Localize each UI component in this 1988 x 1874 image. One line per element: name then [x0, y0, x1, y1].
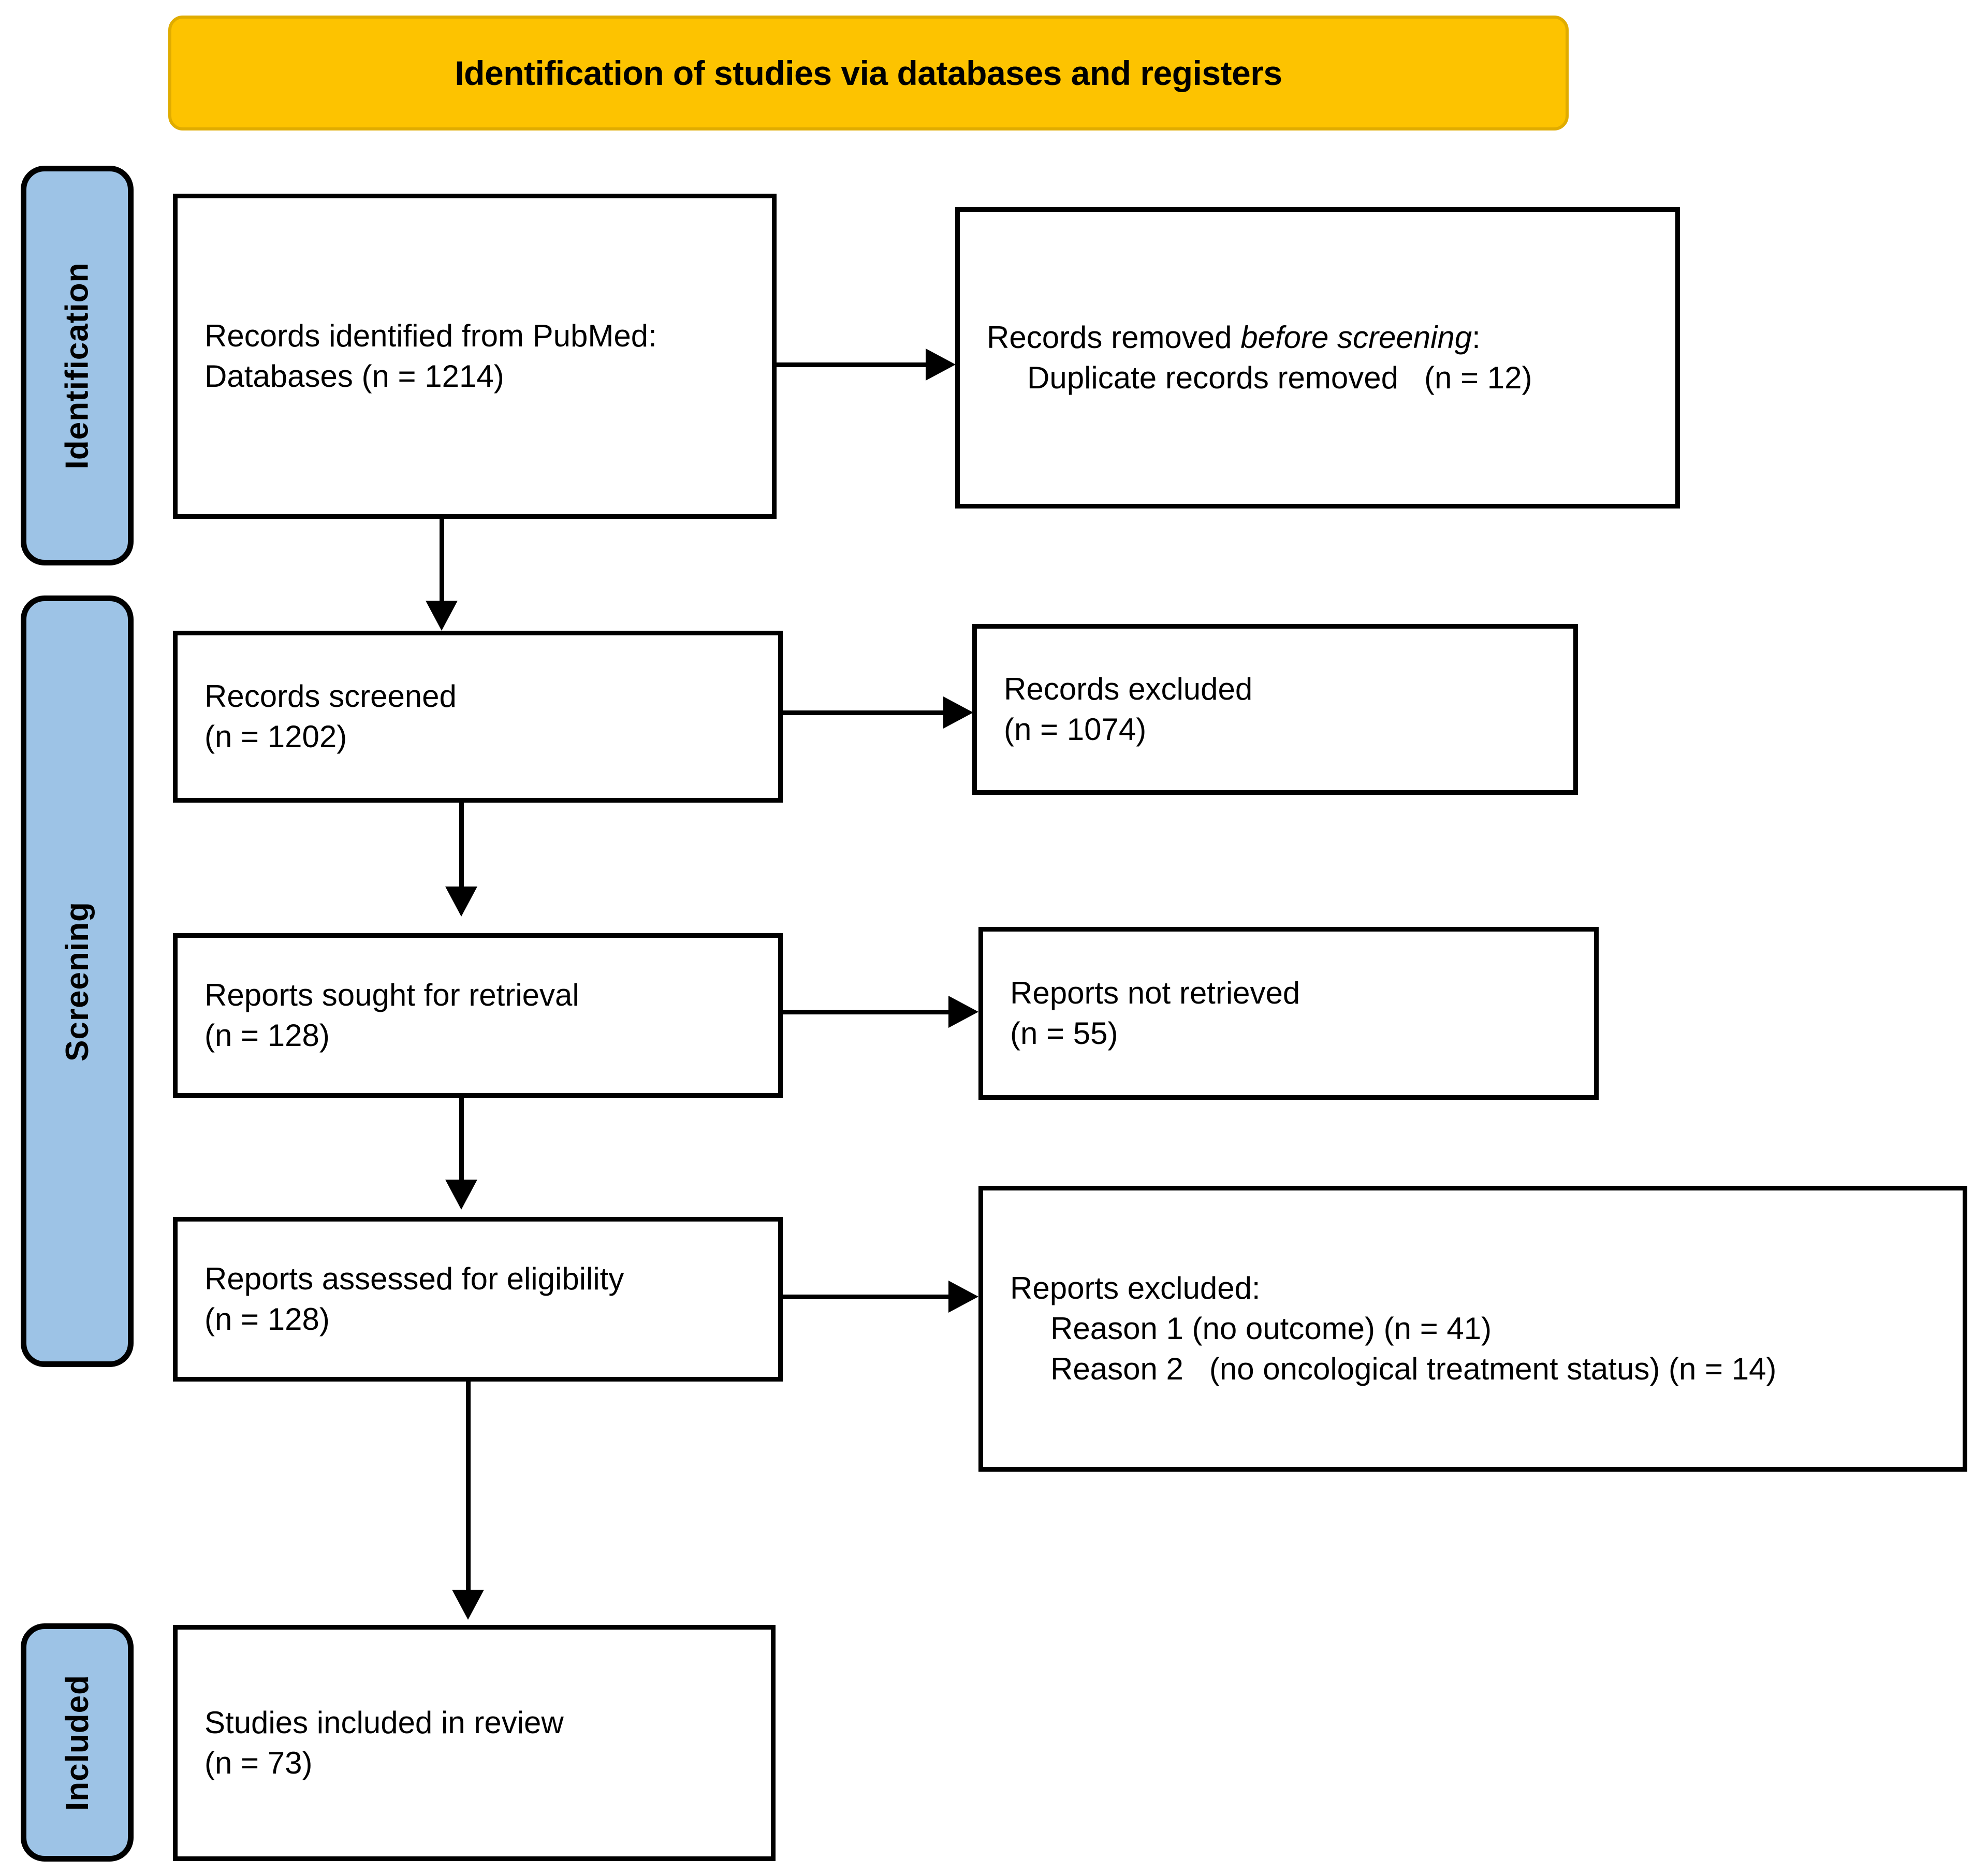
stage-tab-included-label: Included — [59, 1674, 95, 1811]
connector-assessed-to-excluded — [783, 1295, 949, 1299]
box-reports-not-retrieved-line2: (n = 55) — [1010, 1016, 1118, 1051]
stage-tab-included: Included — [21, 1623, 134, 1862]
box-records-excluded: Records excluded (n = 1074) — [972, 624, 1578, 795]
box-reports-excluded-line1: Reports excluded: — [1010, 1271, 1261, 1305]
arrowhead-assessed-to-included — [452, 1590, 484, 1620]
connector-sought-to-not-retrieved — [783, 1010, 949, 1014]
stage-tab-identification: Identification — [21, 166, 134, 565]
records-removed-prefix: Records removed — [987, 320, 1241, 355]
arrowhead-identified-to-screened — [426, 601, 458, 631]
box-reports-sought-line1: Reports sought for retrieval — [204, 978, 579, 1012]
box-reports-excluded-line3: Reason 2 (no oncological treatment statu… — [1050, 1352, 1777, 1386]
box-records-screened-line2: (n = 1202) — [204, 719, 347, 754]
box-records-identified-line1: Records identified from PubMed: — [204, 318, 657, 353]
page-title: Identification of studies via databases … — [455, 54, 1282, 92]
box-records-identified-line2: Databases (n = 1214) — [204, 359, 504, 394]
stage-tab-screening: Screening — [21, 595, 134, 1367]
arrowhead-screened-to-sought — [445, 887, 477, 917]
box-reports-assessed-line2: (n = 128) — [204, 1302, 330, 1337]
box-records-screened-line1: Records screened — [204, 679, 457, 714]
connector-screened-to-sought — [459, 803, 464, 893]
stage-tab-identification-label: Identification — [59, 262, 95, 469]
arrowhead-screened-to-excluded — [943, 696, 973, 729]
box-reports-excluded: Reports excluded: Reason 1 (no outcome) … — [978, 1186, 1967, 1472]
box-records-identified: Records identified from PubMed: Database… — [173, 194, 777, 519]
box-studies-included-line1: Studies included in review — [204, 1705, 564, 1740]
diagram-header-banner: Identification of studies via databases … — [168, 16, 1569, 130]
box-records-removed-line2: Duplicate records removed (n = 12) — [1027, 360, 1532, 395]
box-records-removed: Records removed before screening: Duplic… — [955, 207, 1680, 509]
box-reports-not-retrieved-line1: Reports not retrieved — [1010, 976, 1300, 1010]
connector-sought-to-assessed — [459, 1098, 464, 1186]
box-reports-sought: Reports sought for retrieval (n = 128) — [173, 933, 783, 1098]
box-records-excluded-line2: (n = 1074) — [1004, 712, 1147, 747]
box-reports-assessed: Reports assessed for eligibility (n = 12… — [173, 1217, 783, 1382]
arrowhead-assessed-to-excluded — [948, 1281, 978, 1313]
arrowhead-identified-to-removed — [926, 348, 956, 381]
connector-screened-to-excluded — [783, 710, 944, 715]
box-studies-included-line2: (n = 73) — [204, 1746, 313, 1780]
arrowhead-sought-to-assessed — [445, 1180, 477, 1210]
box-reports-not-retrieved: Reports not retrieved (n = 55) — [978, 927, 1599, 1100]
box-records-excluded-line1: Records excluded — [1004, 672, 1253, 706]
records-removed-emphasis: before screening — [1240, 320, 1472, 355]
box-studies-included: Studies included in review (n = 73) — [173, 1625, 776, 1861]
box-reports-excluded-line2: Reason 1 (no outcome) (n = 41) — [1050, 1311, 1492, 1346]
box-records-removed-line1: Records removed before screening: — [960, 317, 1675, 358]
arrowhead-sought-to-not-retrieved — [948, 996, 978, 1028]
box-records-screened: Records screened (n = 1202) — [173, 631, 783, 803]
connector-assessed-to-included — [466, 1382, 471, 1596]
stage-tab-screening-label: Screening — [59, 901, 95, 1062]
connector-identified-to-screened — [440, 519, 444, 607]
box-reports-assessed-line1: Reports assessed for eligibility — [204, 1261, 624, 1296]
box-reports-sought-line2: (n = 128) — [204, 1018, 330, 1053]
connector-identified-to-removed — [777, 362, 927, 367]
records-removed-suffix: : — [1472, 320, 1481, 355]
